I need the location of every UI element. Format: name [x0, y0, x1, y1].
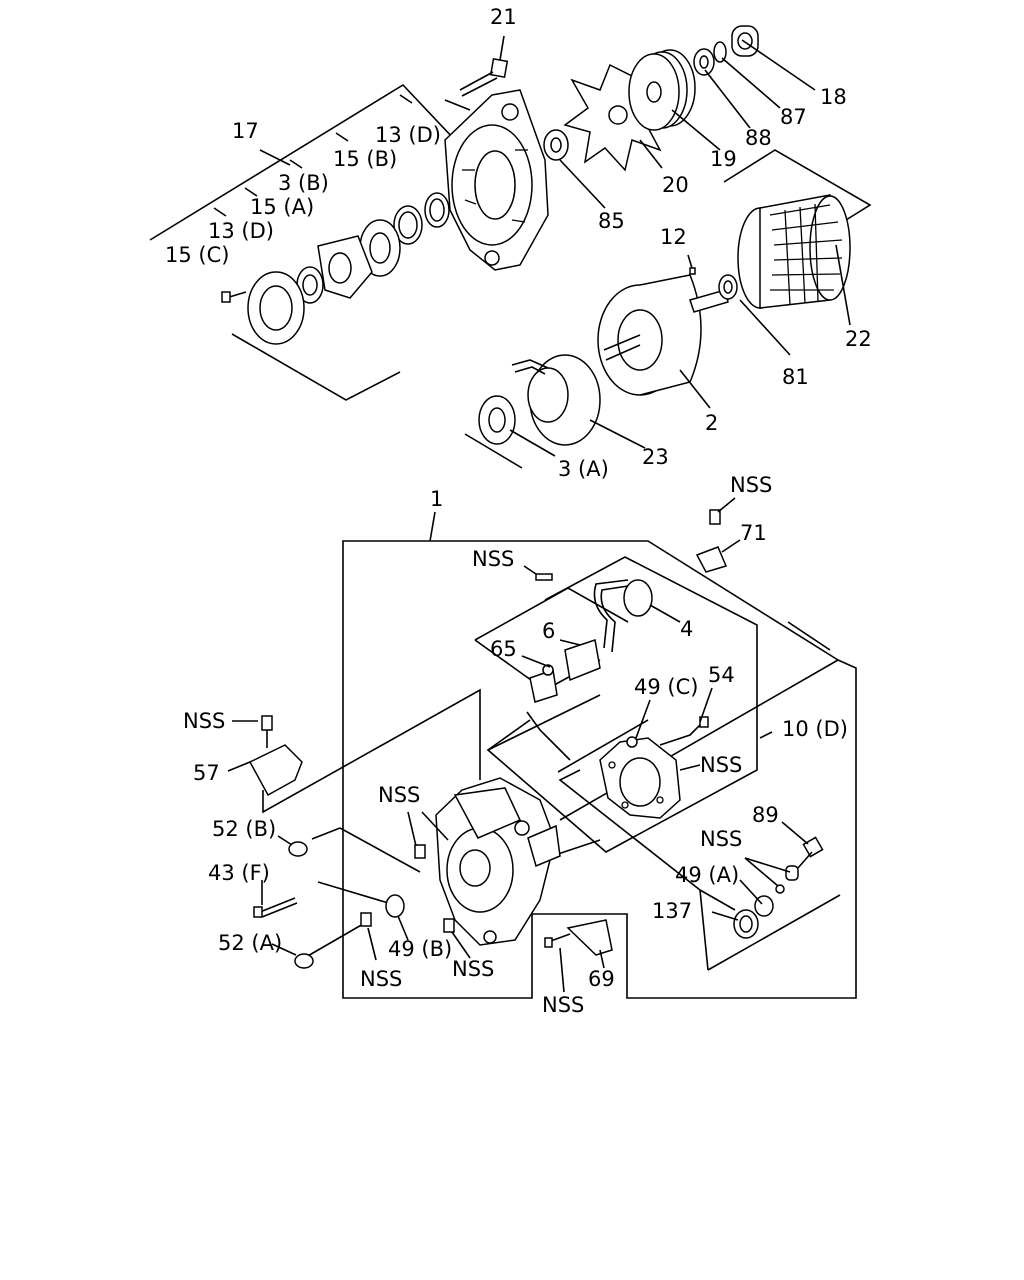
label-20: 20 [662, 173, 689, 197]
label-3a: 3 (A) [558, 457, 609, 481]
label-88: 88 [745, 126, 772, 150]
bolt-21 [459, 35, 509, 97]
drive-end-frame [444, 89, 549, 271]
label-nss-bottom-2: NSS [452, 957, 494, 981]
label-2: 2 [705, 411, 718, 435]
label-22: 22 [845, 327, 872, 351]
label-65: 65 [490, 637, 517, 661]
label-137: 137 [652, 899, 692, 923]
washers-88-87-18 [693, 25, 759, 76]
label-21: 21 [490, 5, 517, 29]
label-19: 19 [710, 147, 737, 171]
label-4: 4 [680, 617, 693, 641]
label-nss-mid: NSS [378, 783, 420, 807]
pulley-19 [628, 49, 696, 131]
label-71: 71 [740, 521, 767, 545]
lower-assembly-outline [262, 511, 857, 999]
slip-ring-end-frame [435, 777, 561, 946]
stator-22 [737, 194, 851, 309]
misc-small-parts [253, 509, 824, 969]
label-15c: 15 (C) [165, 243, 229, 267]
label-15b: 15 (B) [333, 147, 397, 171]
label-81: 81 [782, 365, 809, 389]
rectifier-10d [599, 716, 709, 819]
label-3b: 3 (B) [278, 171, 329, 195]
label-23: 23 [642, 445, 669, 469]
label-nss-regulator: NSS [700, 753, 742, 777]
label-54: 54 [708, 663, 735, 687]
label-57: 57 [193, 761, 220, 785]
label-85: 85 [598, 209, 625, 233]
label-49b: 49 (B) [388, 937, 452, 961]
field-coil-23 [511, 354, 601, 446]
label-1: 1 [430, 487, 443, 511]
label-49a: 49 (A) [675, 863, 739, 887]
spacer-85 [543, 129, 569, 161]
label-nss-bottom-3: NSS [542, 993, 584, 1017]
label-43f: 43 (F) [208, 861, 270, 885]
rotor-2 [597, 267, 738, 396]
upper-bracket-lines [149, 83, 872, 469]
label-49c: 49 (C) [634, 675, 698, 699]
label-6: 6 [542, 619, 555, 643]
label-10d: 10 (D) [782, 717, 848, 741]
label-nss-brush: NSS [472, 547, 514, 571]
label-89: 89 [752, 803, 779, 827]
bracket-57 [248, 715, 303, 797]
label-69: 69 [588, 967, 615, 991]
brush-holder-4 [523, 565, 653, 653]
label-13d-upper: 13 (D) [375, 123, 441, 147]
label-13d-lower: 13 (D) [208, 219, 274, 243]
regulator-6-65 [529, 639, 601, 703]
label-52b: 52 (B) [212, 817, 276, 841]
label-15a: 15 (A) [250, 195, 314, 219]
label-nss-89: NSS [700, 827, 742, 851]
part-labels: 21 18 87 88 19 20 17 13 (D) 15 (B) 3 (B)… [165, 5, 872, 1017]
label-nss-bottom-1: NSS [360, 967, 402, 991]
label-nss-top: NSS [730, 473, 772, 497]
bearing-retainer-parts [221, 192, 450, 345]
label-12: 12 [660, 225, 687, 249]
label-52a: 52 (A) [218, 931, 282, 955]
label-17: 17 [232, 119, 259, 143]
label-87: 87 [780, 105, 807, 129]
leader-lines [227, 39, 851, 993]
label-18: 18 [820, 85, 847, 109]
bearing-3a [478, 395, 516, 445]
label-nss-left: NSS [183, 709, 225, 733]
